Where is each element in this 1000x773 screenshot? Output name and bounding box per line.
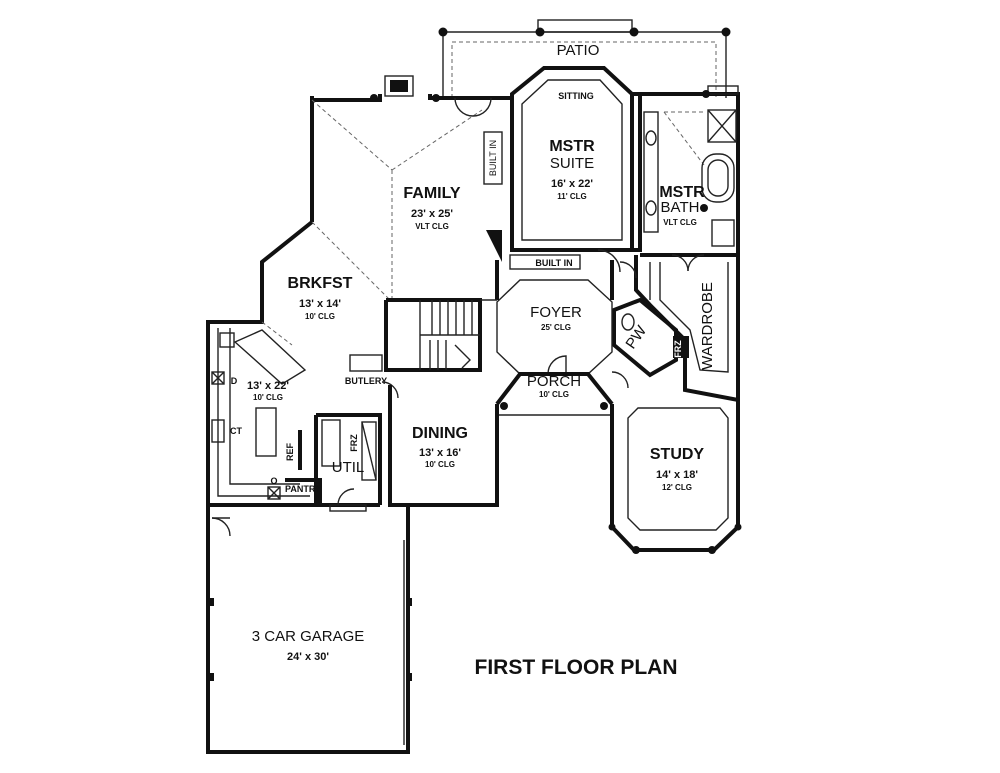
- brkfst-clg: 10' CLG: [305, 312, 335, 321]
- dining-clg: 10' CLG: [425, 460, 455, 469]
- mstr-suite-clg: 11' CLG: [557, 192, 586, 201]
- util-label: UTIL: [332, 459, 365, 476]
- mstr-bath-clg: VLT CLG: [663, 218, 697, 227]
- patio-area: PATIO: [438, 19, 731, 98]
- foyer-room: FOYER 25' CLG: [495, 260, 614, 375]
- kitchen-dim: 13' x 22': [247, 380, 289, 392]
- plan-title: FIRST FLOOR PLAN: [475, 656, 678, 679]
- dining-room: DINING 13' x 16' 10' CLG: [388, 385, 499, 507]
- dining-label: DINING: [412, 425, 468, 442]
- pw-label: PW: [622, 322, 650, 352]
- utility-room: FRZ UTIL PANTRY: [285, 413, 382, 512]
- study-room: STUDY 14' x 18' 12' CLG: [608, 400, 742, 554]
- mstr-suite-label-2: SUITE: [550, 155, 594, 172]
- foyer-clg: 25' CLG: [541, 323, 571, 332]
- master-suite: SITTING MSTR SUITE 16' x 22' 11' CLG BUI…: [509, 66, 634, 273]
- butlery-room: BUTLERY: [345, 354, 399, 399]
- study-label: STUDY: [650, 446, 705, 463]
- pantry-label: PANTRY: [285, 484, 321, 494]
- garage-label: 3 CAR GARAGE: [252, 628, 365, 645]
- family-dim: 23' x 25': [411, 208, 453, 220]
- study-dim: 14' x 18': [656, 469, 698, 481]
- built-in-foyer-label: BUILT IN: [535, 258, 572, 268]
- garage-dim: 24' x 30': [287, 651, 329, 663]
- garage: 3 CAR GARAGE 24' x 30': [206, 505, 412, 754]
- breakfast-room: BRKFST 13' x 14' 10' CLG: [206, 220, 391, 507]
- wardrobe-label: WARDROBE: [699, 282, 716, 370]
- family-clg: VLT CLG: [415, 222, 449, 231]
- study-clg: 12' CLG: [662, 483, 692, 492]
- porch-area: PORCH 10' CLG: [495, 372, 614, 416]
- sitting-label: SITTING: [558, 91, 594, 101]
- brkfst-dim: 13' x 14': [299, 298, 341, 310]
- mstr-suite-dim: 16' x 22': [551, 178, 593, 190]
- foyer-label: FOYER: [530, 304, 582, 321]
- frz-label: FRZ: [349, 434, 359, 452]
- dining-dim: 13' x 16': [419, 447, 461, 459]
- mstr-suite-label-1: MSTR: [549, 138, 595, 155]
- oven-label: O: [270, 476, 277, 486]
- ref-label: REF: [285, 442, 295, 461]
- family-room: BUILT IN FAMILY 23' x 25' VLT CLG: [310, 75, 510, 300]
- master-bath: MSTR BATH VLT CLG: [632, 85, 740, 272]
- porch-label: PORCH: [527, 373, 581, 390]
- mstr-bath-label-1: MSTR: [659, 184, 705, 201]
- powder-room: PW FRZ: [611, 297, 689, 389]
- brkfst-label: BRKFST: [288, 275, 353, 292]
- dishwasher-label: D: [231, 376, 238, 386]
- porch-clg: 10' CLG: [539, 390, 569, 399]
- kitchen-clg: 10' CLG: [253, 393, 283, 402]
- family-label: FAMILY: [403, 185, 461, 202]
- built-in-family-label: BUILT IN: [488, 140, 498, 176]
- frz-label-2: FRZ: [673, 340, 683, 358]
- kitchen-room: D CT O 13' x 22' 10' CLG REF: [211, 328, 310, 500]
- patio-label: PATIO: [557, 42, 600, 59]
- mstr-bath-label-2: BATH: [661, 199, 700, 216]
- butlery-label: BUTLERY: [345, 376, 387, 386]
- cooktop-label: CT: [230, 426, 242, 436]
- stairs: [384, 298, 497, 372]
